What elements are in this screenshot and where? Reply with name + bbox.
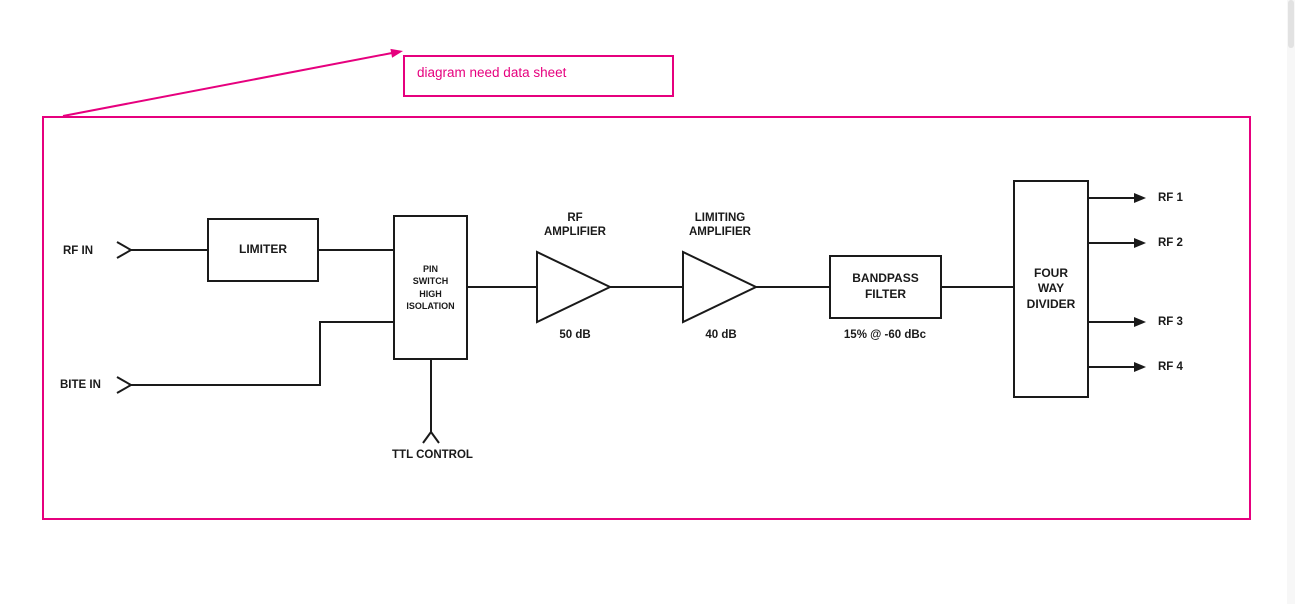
limiter-block: LIMITER [207,218,319,282]
bandpass-filter-block: BANDPASS FILTER [829,255,942,319]
ttl-control-label: TTL CONTROL [392,449,473,461]
limiting-amplifier-label: LIMITING AMPLIFIER [689,212,751,239]
bite-in-label: BITE IN [60,379,101,391]
ttl-connector-icon [422,430,440,444]
output-label-rf1: RF 1 [1158,192,1183,204]
pin-switch-block: PIN SWITCH HIGH ISOLATION [393,215,468,360]
scrollbar-thumb[interactable] [1288,0,1294,48]
output-arrowhead-rf1-icon [1134,193,1146,203]
limiter-label: LIMITER [239,242,287,257]
output-label-rf4: RF 4 [1158,361,1183,373]
bandpass-spec-label: 15% @ -60 dBc [843,329,927,341]
output-arrowhead-rf4-icon [1134,362,1146,372]
output-arrowhead-rf3-icon [1134,317,1146,327]
diagram-frame [42,116,1251,520]
four-way-divider-block: FOUR WAY DIVIDER [1013,180,1089,398]
limiting-amplifier-symbol [682,250,759,324]
annotation-comment-box[interactable]: diagram need data sheet [403,55,674,97]
output-label-rf2: RF 2 [1158,237,1183,249]
rf-amplifier-gain-label: 50 dB [559,329,591,341]
bandpass-filter-label: BANDPASS FILTER [852,271,919,301]
output-label-rf3: RF 3 [1158,316,1183,328]
rf-amplifier-symbol [536,250,613,324]
annotation-text: diagram need data sheet [417,65,567,80]
annotation-leader-line [62,52,393,117]
rf-amplifier-label: RF AMPLIFIER [544,212,606,239]
limiting-amplifier-gain-label: 40 dB [705,329,737,341]
scrollbar[interactable] [1287,0,1295,604]
four-way-divider-label: FOUR WAY DIVIDER [1026,265,1076,311]
annotation-arrowhead-icon [390,48,403,58]
output-arrowhead-rf2-icon [1134,238,1146,248]
rf-in-label: RF IN [63,245,94,257]
bite-in-wire [131,321,393,386]
pin-switch-label: PIN SWITCH HIGH ISOLATION [406,264,455,311]
